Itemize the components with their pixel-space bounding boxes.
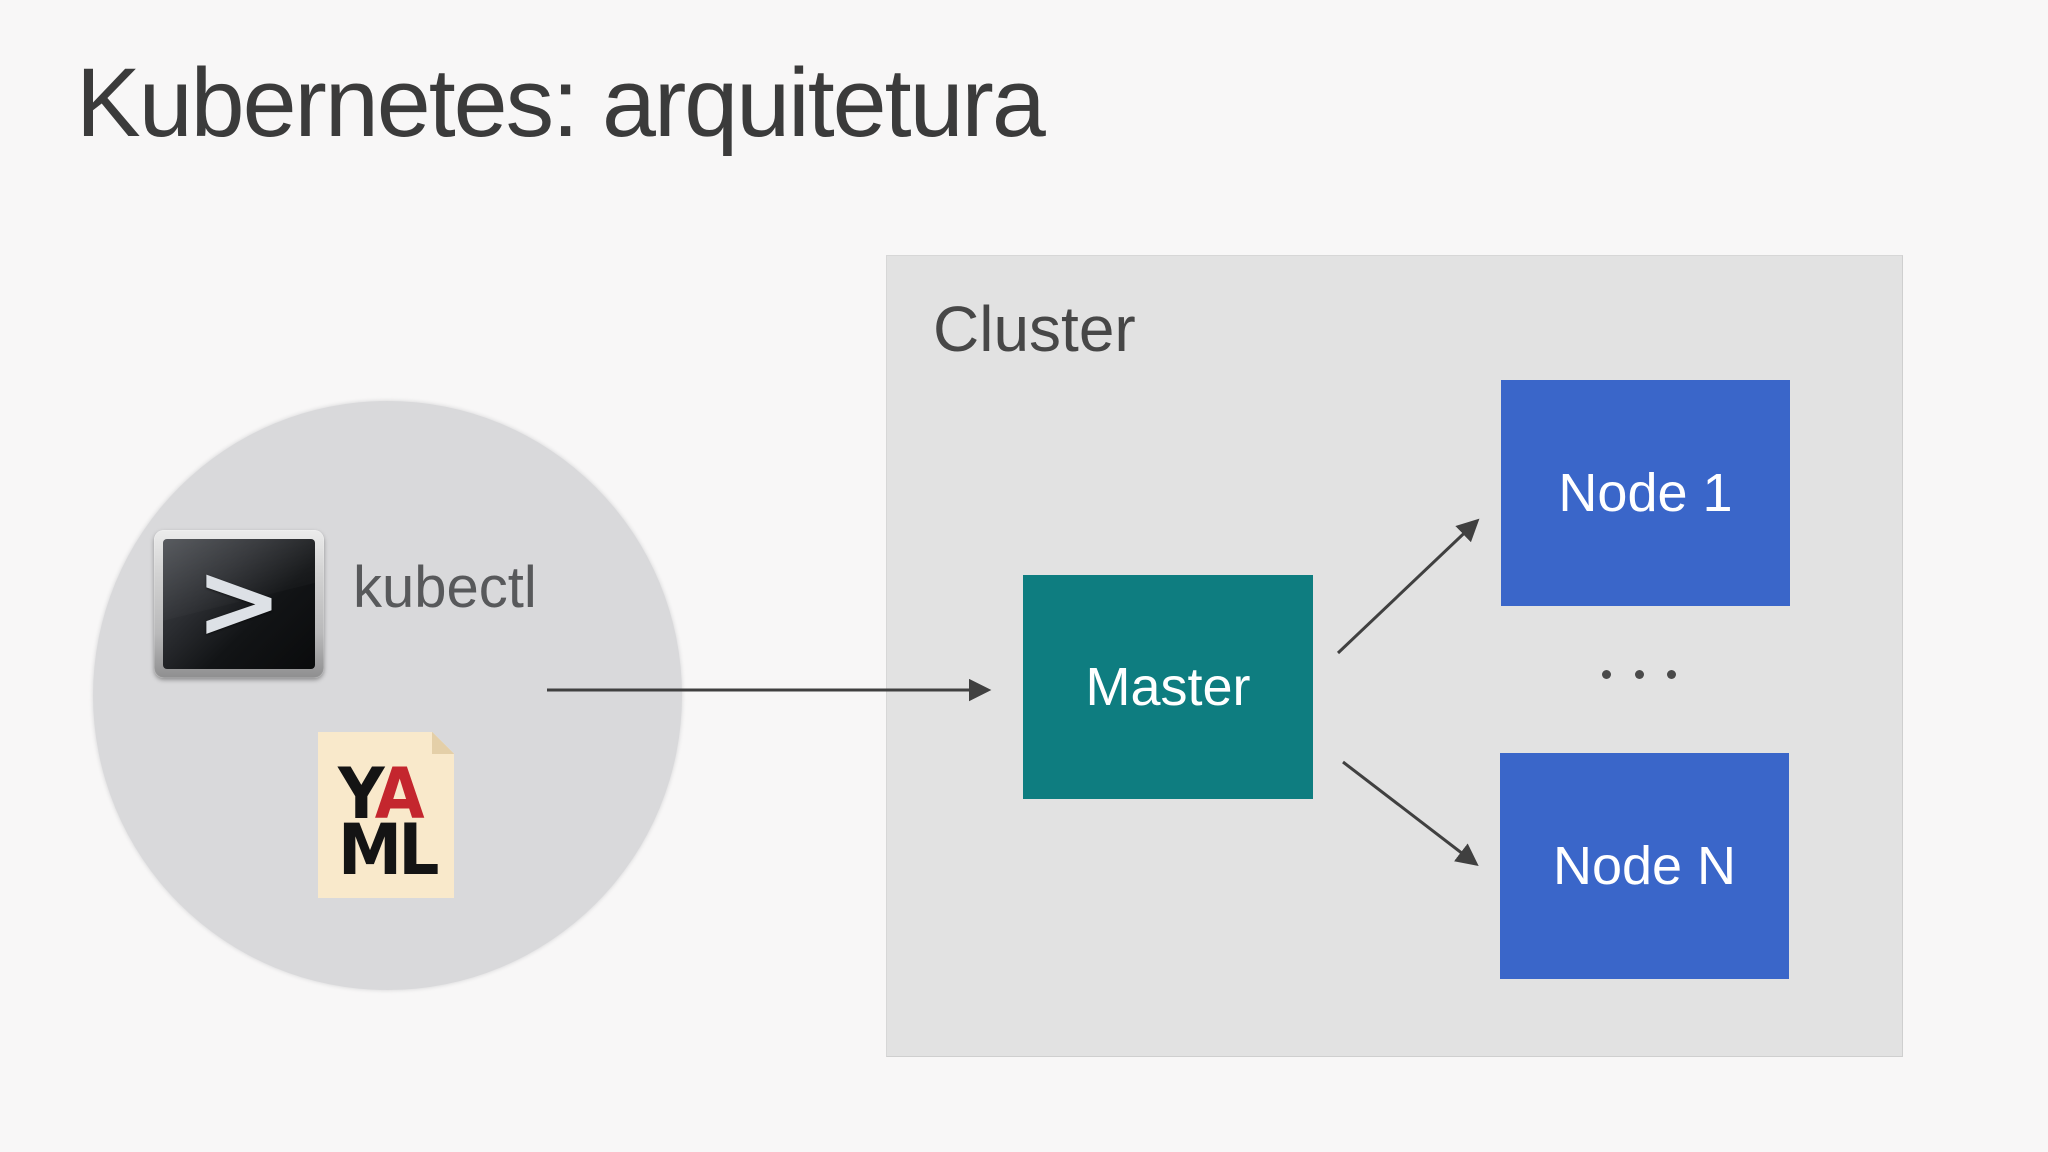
yaml-label-top: YA [338,759,445,829]
node-n: Node N [1500,753,1789,979]
prompt-glyph: > [195,540,283,662]
node-1: Node 1 [1501,380,1790,606]
yaml-letter-y: Y [338,753,378,835]
node-1-label: Node 1 [1558,463,1733,523]
kubectl-label: kubectl [353,555,537,620]
dot-icon [1634,670,1644,679]
page-title: Kubernetes: arquitetura [76,48,1046,157]
client-circle [93,401,682,990]
dot-icon [1602,670,1611,679]
terminal-icon: > [154,530,324,678]
ellipsis-dots [1602,670,1676,679]
yaml-label-bottom: ML [338,809,439,891]
yaml-file-icon: YA ML [318,732,454,898]
node-n-label: Node N [1552,836,1737,896]
yaml-letter-a: A [374,753,425,835]
cluster-label: Cluster [933,293,1136,365]
dot-icon [1667,670,1676,679]
master-label: Master [1085,657,1251,717]
terminal-screen: > [163,539,315,669]
master-node: Master [1023,575,1313,799]
